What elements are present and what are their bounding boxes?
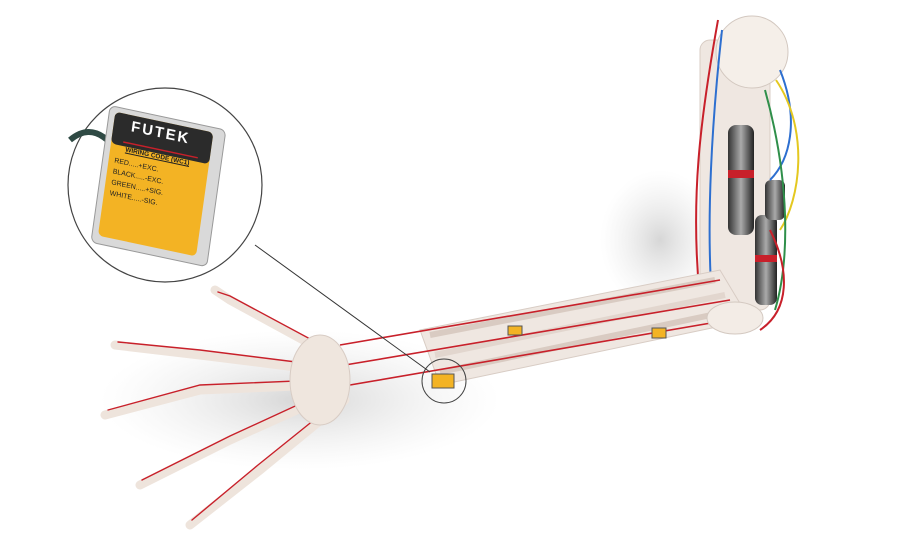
elbow-joint	[706, 301, 764, 335]
forearm	[339, 269, 764, 404]
load-cell-sensor	[507, 325, 523, 336]
upper-arm	[695, 15, 800, 331]
sensor-label: FUTEK WIRING CODE (WC1) RED.....+EXC. BL…	[96, 108, 211, 253]
sensor-highlight-circle	[421, 358, 467, 404]
wrist	[289, 334, 351, 426]
load-cell-sensor	[431, 373, 455, 389]
arm-shadow	[600, 170, 720, 310]
zoom-callout	[67, 87, 263, 283]
shoulder-joint	[715, 15, 789, 89]
callout-line	[254, 244, 431, 373]
hand	[100, 285, 351, 530]
load-cell-sensor	[651, 327, 667, 339]
actuator	[728, 125, 754, 235]
actuator	[765, 180, 785, 220]
